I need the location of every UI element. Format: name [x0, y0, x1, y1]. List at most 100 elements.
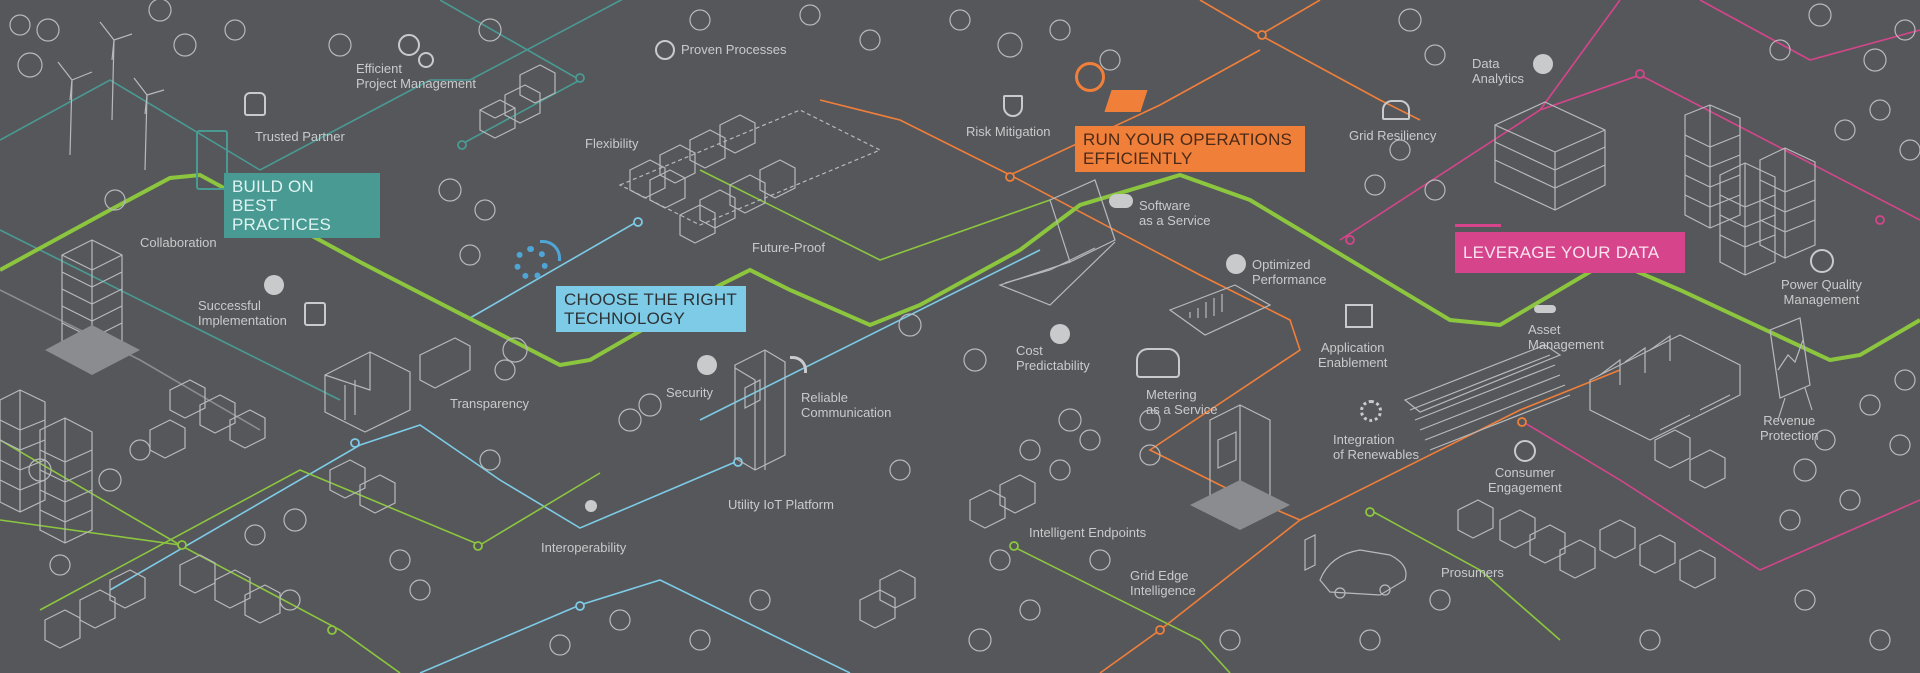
blue-line: [109, 424, 741, 591]
node: [327, 625, 337, 635]
node: [177, 540, 187, 550]
successful-implementation-label: Successful Implementation: [198, 298, 287, 328]
node: [575, 73, 585, 83]
prosumers-label: Prosumers: [1441, 565, 1504, 580]
lock-icon: [697, 355, 717, 375]
laptop-icon: [998, 179, 1116, 306]
operations-banner: RUN YOUR OPERATIONS EFFICIENTLY: [1075, 126, 1305, 172]
network-node-icon: [585, 500, 597, 512]
dashboard-tablet-icon: [1168, 284, 1272, 336]
trusted-partner-label: Trusted Partner: [255, 129, 345, 144]
clipboard-icon: [196, 130, 228, 190]
lightning-icon: [1382, 100, 1410, 120]
orange-line: [1009, 174, 1302, 673]
risk-mitigation-label: Risk Mitigation: [966, 124, 1051, 139]
software-service-label: Software as a Service: [1139, 198, 1211, 228]
teal-line: [0, 0, 623, 171]
node: [575, 601, 585, 611]
grid-resiliency-label: Grid Resiliency: [1349, 128, 1437, 143]
plant-icon: [324, 337, 471, 433]
grid-edge-label: Grid Edge Intelligence: [1130, 568, 1196, 598]
green-line: [0, 439, 181, 546]
data-banner: LEVERAGE YOUR DATA: [1455, 232, 1685, 273]
houses: [44, 64, 1726, 649]
node: [1005, 172, 1015, 182]
teal-line: [0, 229, 341, 401]
node: [1009, 541, 1019, 551]
revenue-protection-label: Revenue Protection: [1760, 413, 1819, 443]
efficient-pm-label: Efficient Project Management: [356, 61, 476, 91]
pink-line: [1699, 0, 1920, 61]
pink-line: [1339, 74, 1920, 241]
plug-icon: [1810, 249, 1834, 273]
application-enablement-label: Application Enablement: [1318, 340, 1388, 370]
security-label: Security: [666, 385, 713, 400]
node: [350, 438, 360, 448]
blue-line: [699, 249, 1041, 421]
network-nodes: [177, 30, 1885, 635]
asset-management-label: Asset Management: [1528, 322, 1604, 352]
future-proof-label: Future-Proof: [752, 240, 825, 255]
euro-coin-icon: [1050, 324, 1070, 344]
green-line: [39, 469, 601, 611]
blue-line: [469, 219, 641, 319]
meter-cabinet-icon: [1190, 404, 1290, 530]
green-line: [699, 169, 1051, 261]
integration-renewables-label: Integration of Renewables: [1333, 432, 1419, 462]
signal-icon: [790, 356, 807, 373]
power-quality-label: Power Quality Management: [1781, 277, 1862, 307]
illustrations: [0, 0, 1920, 656]
cost-predictability-label: Cost Predictability: [1016, 343, 1090, 373]
app-icon: [1345, 304, 1373, 328]
transparency-label: Transparency: [450, 396, 529, 411]
node: [1875, 215, 1885, 225]
blue-line: [419, 579, 851, 673]
node: [1155, 625, 1165, 635]
factory-icon: [1589, 334, 1741, 441]
euro-icon: [398, 34, 420, 56]
node: [473, 541, 483, 551]
people-icon: [1136, 348, 1180, 378]
right-technology-banner: CHOOSE THE RIGHT TECHNOLOGY: [556, 286, 746, 332]
smart-meter-icon: [734, 349, 786, 471]
tools-icon: [304, 302, 326, 326]
node: [1365, 507, 1375, 517]
office-tower-icon: [45, 239, 140, 375]
node: [457, 140, 467, 150]
orange-line: [1299, 369, 1621, 521]
data-center-icon: [1494, 101, 1606, 211]
flipchart-icon: [1769, 317, 1813, 421]
metering-service-label: Metering as a Service: [1146, 387, 1218, 417]
green-line: [1369, 509, 1561, 641]
power-icon: [1514, 440, 1536, 462]
node: [1345, 235, 1355, 245]
interoperability-label: Interoperability: [541, 540, 627, 555]
gear-icon: [514, 246, 548, 280]
shield-icon: [1003, 95, 1023, 117]
city-towers-icon: [1684, 104, 1816, 276]
orange-line: [1259, 0, 1321, 36]
wifi-icon: [540, 240, 561, 261]
pink-line: [1519, 419, 1920, 571]
cloud-icon: [1109, 194, 1133, 208]
performance-check-icon: [1226, 254, 1246, 274]
pink-line: [1539, 0, 1621, 111]
node: [1635, 69, 1645, 79]
headset-icon: [1075, 62, 1105, 92]
check-icon: [264, 275, 284, 295]
apartment-block-icon: [0, 389, 93, 544]
proven-processes-label: Proven Processes: [681, 42, 787, 57]
gray-line: [0, 289, 261, 431]
reliable-communication-label: Reliable Communication: [801, 390, 892, 420]
green-line: [0, 519, 401, 673]
laptop-orange-icon: [1104, 90, 1148, 112]
intelligent-endpoints-label: Intelligent Endpoints: [1029, 525, 1147, 540]
node: [1517, 417, 1527, 427]
node: [1257, 30, 1267, 40]
pie-chart-icon: [1533, 54, 1553, 74]
solar-panel-icon: [1403, 344, 1571, 451]
clock-icon: [418, 52, 434, 68]
